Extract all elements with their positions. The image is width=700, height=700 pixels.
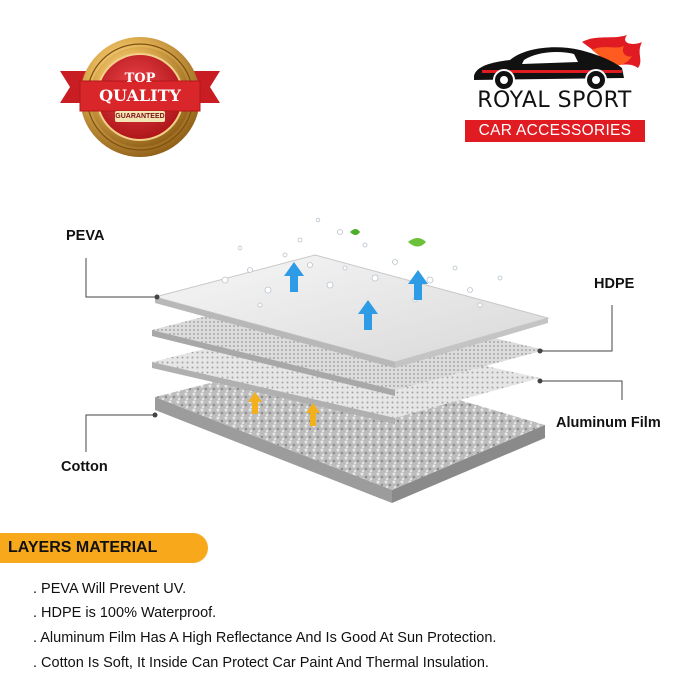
hdpe-label: HDPE [594, 276, 635, 292]
layers-diagram [85, 217, 623, 503]
badge-line-guaranteed: GUARANTEED [115, 113, 165, 120]
car-flame-icon [474, 35, 642, 91]
badge-graphic [60, 37, 220, 157]
section-title: LAYERS MATERIAL [8, 539, 158, 556]
leader-lines [85, 258, 623, 452]
logo-title: ROYAL SPORT [477, 88, 632, 113]
list-item: . HDPE is 100% Waterproof. [33, 605, 217, 621]
royal-sport-logo: ROYAL SPORT CAR ACCESSORIES [462, 32, 647, 144]
layers-material-banner: LAYERS MATERIAL [0, 533, 208, 563]
cotton-label: Cotton [61, 459, 108, 475]
top-quality-badge: TOP QUALITY GUARANTEED [60, 35, 220, 160]
yellow-arrow-icons [248, 392, 320, 426]
blue-arrow-icons [284, 262, 428, 330]
list-item: . Aluminum Film Has A High Reflectance A… [33, 630, 497, 646]
list-item: . Cotton Is Soft, It Inside Can Protect … [33, 655, 489, 671]
peva-label: PEVA [66, 228, 105, 244]
peva-layer [153, 254, 550, 368]
logo-subtitle: CAR ACCESSORIES [465, 120, 645, 142]
list-item: . PEVA Will Prevent UV. [33, 581, 187, 597]
badge-line-top: TOP [124, 71, 156, 86]
aluminum-film-label: Aluminum Film [556, 415, 661, 431]
leaf-icon [408, 238, 426, 247]
badge-line-quality: QUALITY [99, 86, 181, 105]
leaf-icon [350, 229, 360, 235]
leader-dots [152, 294, 543, 418]
badge-guarantee-strip [115, 111, 165, 122]
